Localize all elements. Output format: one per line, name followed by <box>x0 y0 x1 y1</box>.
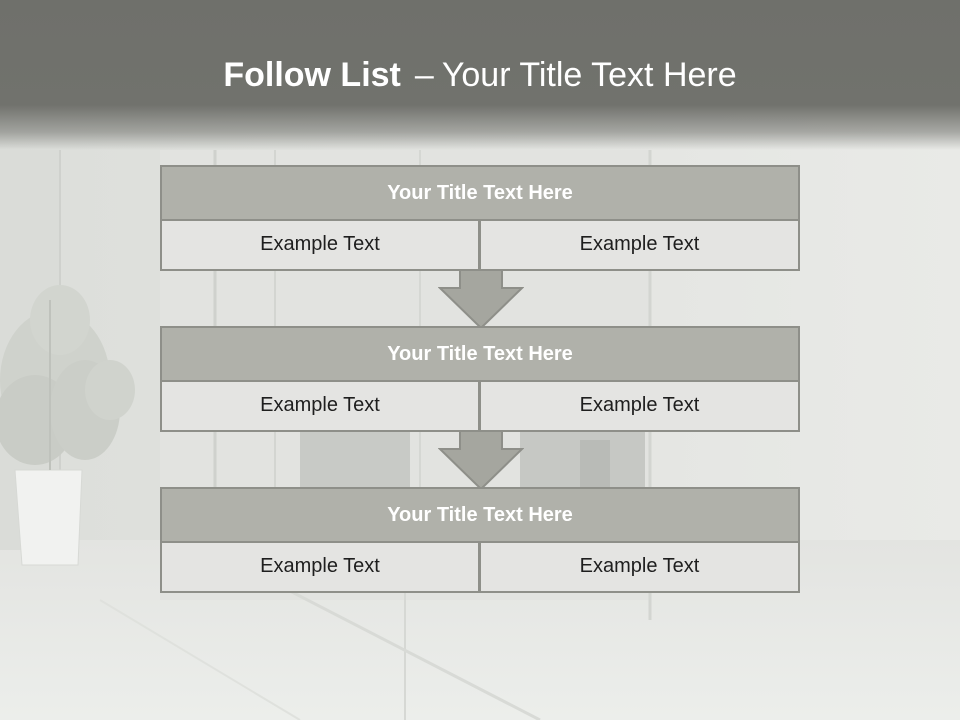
down-arrow-icon <box>438 431 524 491</box>
title-band <box>0 0 960 150</box>
slide-title-bold: Follow List <box>223 56 401 94</box>
step-block-cell-left: Example Text <box>160 543 480 593</box>
step-block-title: Your Title Text Here <box>160 165 800 221</box>
step-block-cell-left: Example Text <box>160 382 480 432</box>
step-block-title: Your Title Text Here <box>160 487 800 543</box>
step-block-cell-right: Example Text <box>480 221 800 271</box>
step-block-2: Your Title Text Here Example Text Exampl… <box>160 326 800 432</box>
step-block-3: Your Title Text Here Example Text Exampl… <box>160 487 800 593</box>
step-block-row: Example Text Example Text <box>160 382 800 432</box>
slide-title: Follow List–Your Title Text Here <box>0 52 960 98</box>
step-block-1: Your Title Text Here Example Text Exampl… <box>160 165 800 271</box>
down-arrow-icon <box>438 270 524 330</box>
step-block-cell-left: Example Text <box>160 221 480 271</box>
step-block-title: Your Title Text Here <box>160 326 800 382</box>
step-block-cell-right: Example Text <box>480 382 800 432</box>
slide-title-separator: – <box>414 56 434 94</box>
step-block-row: Example Text Example Text <box>160 221 800 271</box>
step-block-row: Example Text Example Text <box>160 543 800 593</box>
step-block-cell-right: Example Text <box>480 543 800 593</box>
slide-title-rest: Your Title Text Here <box>441 56 737 94</box>
